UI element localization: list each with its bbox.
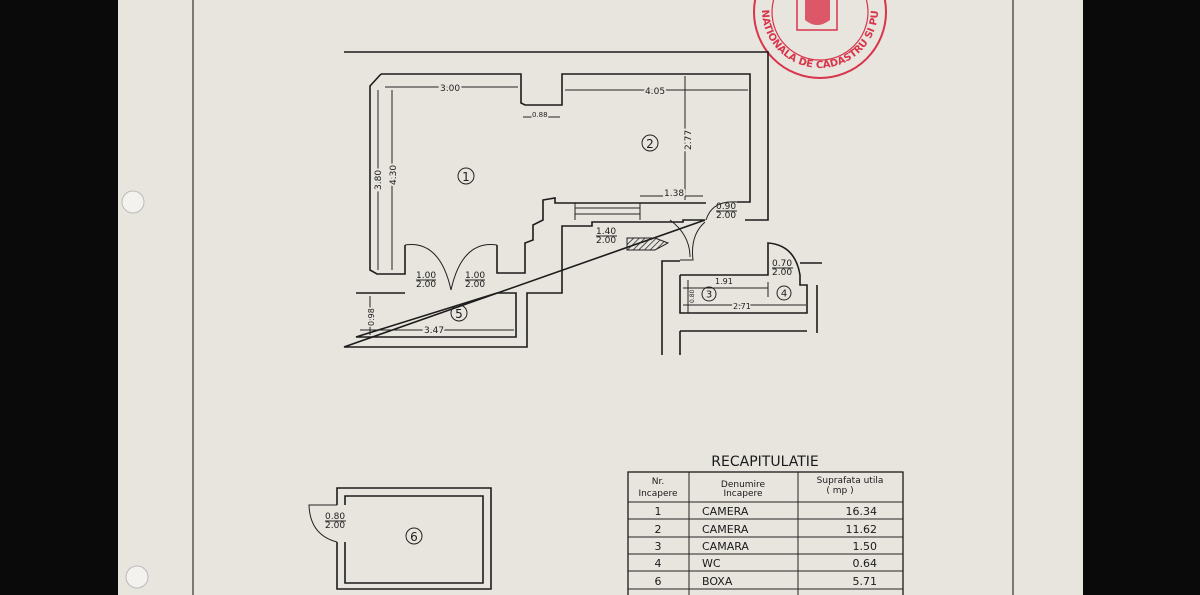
svg-text:1.00: 1.00: [465, 271, 485, 281]
stamp-text: NATIONALA DE CADASTRU SI PUBLICITATE IMO…: [0, 0, 881, 71]
svg-text:CAMERA: CAMERA: [702, 505, 749, 518]
binder-hole: [121, 190, 145, 214]
dim-label: 1.38: [664, 189, 684, 199]
room-marker-1: 1: [457, 167, 475, 185]
header-nr: Incapere: [638, 489, 678, 499]
dim-label: 3.47: [424, 326, 444, 336]
table-row: 4 WC 0.64: [655, 557, 878, 570]
svg-text:1.00: 1.00: [416, 271, 436, 281]
table-row: 3 CAMARA 1.50: [655, 540, 878, 553]
svg-text:2: 2: [646, 137, 654, 151]
document-page: [118, 0, 1083, 595]
recapitulation-table: RECAPITULATIE Nr. Incapere Denumire Inca…: [627, 454, 904, 595]
door-label: 0.902.00: [716, 202, 737, 221]
header-name: Incapere: [723, 489, 763, 499]
dim-label: 0.88: [532, 111, 548, 119]
room-marker-3: 3: [701, 286, 717, 302]
svg-text:2.00: 2.00: [716, 211, 736, 221]
svg-text:0.90: 0.90: [716, 202, 736, 212]
dim-label: 0.80: [689, 289, 696, 303]
svg-text:1.40: 1.40: [596, 227, 616, 237]
svg-text:2.00: 2.00: [772, 268, 792, 278]
svg-text:6: 6: [410, 530, 418, 544]
svg-text:11.62: 11.62: [846, 523, 878, 536]
svg-text:0.70: 0.70: [772, 259, 792, 269]
storage-room-plan: [308, 487, 492, 590]
dim-label: 2.71: [733, 302, 751, 311]
dim-label: 0.98: [367, 308, 376, 326]
svg-text:0.64: 0.64: [853, 557, 878, 570]
svg-text:BOXA: BOXA: [702, 575, 733, 588]
floor-plan: [343, 51, 822, 355]
table-row: 2 CAMERA 11.62: [655, 523, 878, 536]
door-label: 1.002.00: [416, 271, 436, 290]
door-label: 0.802.00: [325, 512, 346, 531]
svg-text:2.00: 2.00: [325, 521, 345, 531]
header-name: Denumire: [721, 480, 766, 490]
dim-label: 4.30: [389, 165, 399, 185]
svg-text:2.00: 2.00: [465, 280, 485, 290]
dimension-labels: 3.00 0.88 4.05 2.77 3.80 4.30 1.38 3.47 …: [366, 82, 753, 338]
svg-text:2: 2: [655, 523, 662, 536]
svg-text:1: 1: [655, 505, 662, 518]
dim-label: 3.80: [374, 170, 384, 190]
door-labels: 1.002.00 1.002.00 1.402.00 0.902.00 0.70…: [325, 202, 793, 531]
dim-label: 1.91: [715, 277, 733, 286]
svg-text:1.50: 1.50: [853, 540, 878, 553]
header-area: ( mp ): [826, 486, 853, 496]
room-marker-5: 5: [450, 304, 468, 322]
svg-text:6: 6: [655, 575, 662, 588]
svg-text:WC: WC: [702, 557, 721, 570]
svg-text:0.80: 0.80: [325, 512, 345, 522]
table-row: 1 CAMERA 16.34: [655, 505, 878, 518]
svg-text:CAMARA: CAMARA: [702, 540, 749, 553]
svg-text:2.00: 2.00: [596, 236, 616, 246]
svg-text:5: 5: [455, 307, 463, 321]
svg-text:16.34: 16.34: [846, 505, 878, 518]
dim-label: 3.00: [440, 84, 460, 94]
dim-label: 4.05: [645, 87, 665, 97]
svg-text:3: 3: [706, 290, 712, 301]
svg-text:4: 4: [655, 557, 662, 570]
svg-text:4: 4: [781, 289, 787, 300]
room-marker-4: 4: [776, 285, 792, 301]
room-marker-2: 2: [641, 134, 659, 152]
cadastre-stamp: NATIONALA DE CADASTRU SI PUBLICITATE IMO…: [0, 0, 887, 79]
header-nr: Nr.: [652, 477, 664, 487]
svg-text:3: 3: [655, 540, 662, 553]
binder-hole: [125, 565, 149, 589]
header-area: Suprafata utila: [817, 476, 884, 486]
svg-text:5.71: 5.71: [853, 575, 878, 588]
door-label: 1.402.00: [596, 227, 617, 246]
table-title: RECAPITULATIE: [711, 454, 818, 470]
room-markers: 1 2 3 4 5 6: [405, 134, 792, 545]
svg-text:NATIONALA DE CADASTRU SI PUBLI: NATIONALA DE CADASTRU SI PUBLICITATE IMO…: [0, 0, 881, 71]
table-row: 6 BOXA 5.71: [655, 575, 878, 588]
svg-text:1: 1: [462, 170, 470, 184]
dim-label: 2.77: [684, 130, 694, 150]
entrance-arrow-icon: [626, 237, 670, 251]
svg-text:2.00: 2.00: [416, 280, 436, 290]
room-marker-6: 6: [405, 527, 423, 545]
door-label: 1.002.00: [465, 271, 485, 290]
svg-text:CAMERA: CAMERA: [702, 523, 749, 536]
door-label: 0.702.00: [772, 259, 793, 278]
